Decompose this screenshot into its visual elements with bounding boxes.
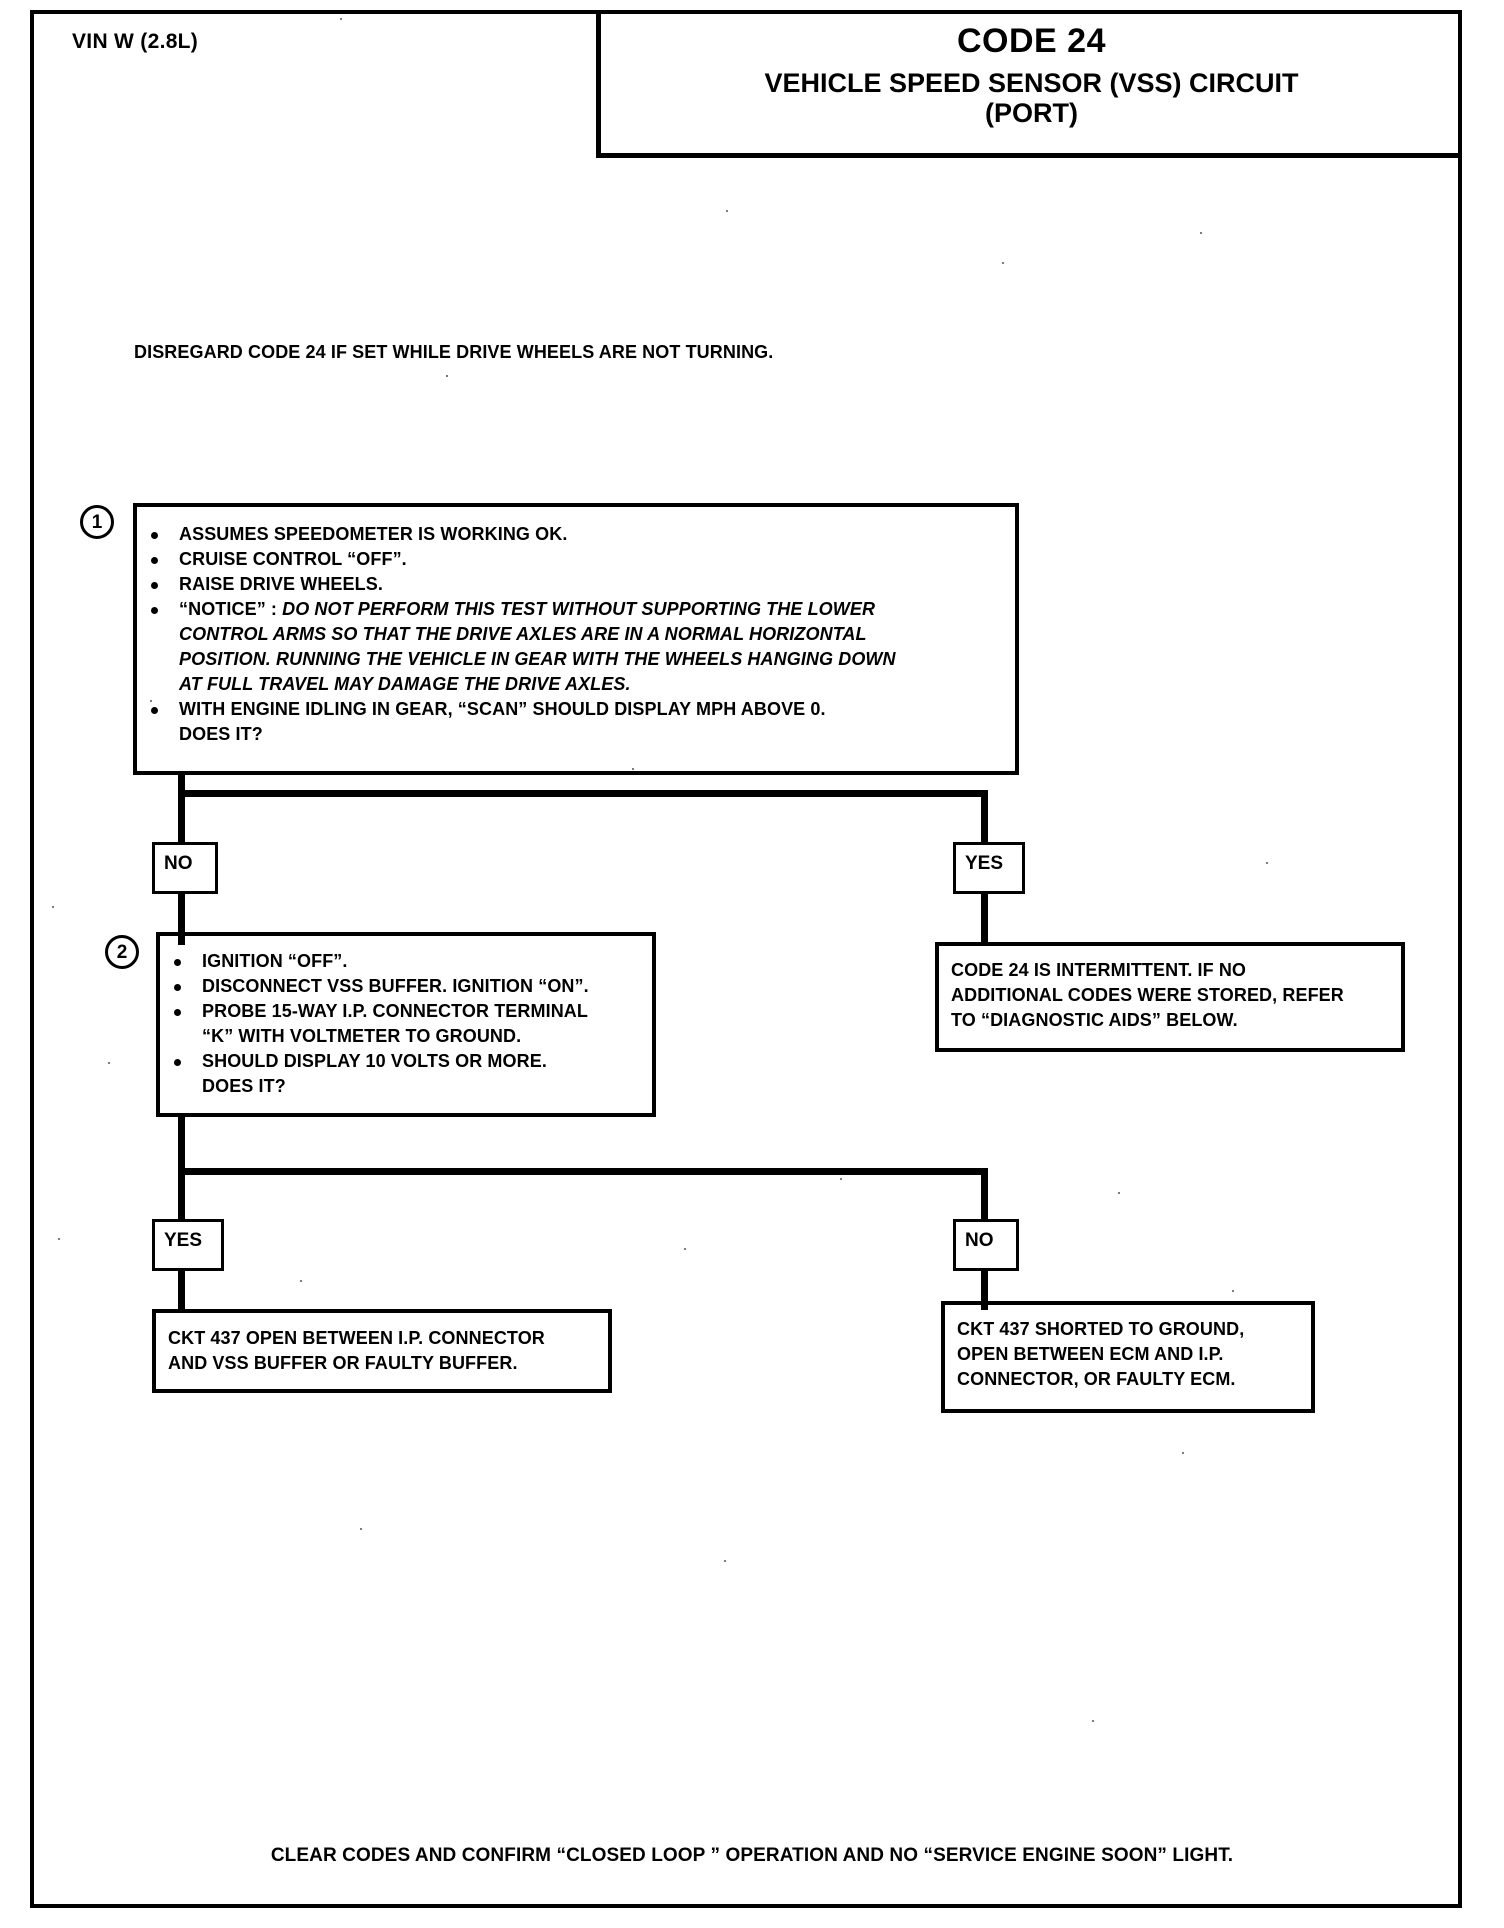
result-left-box: CKT 437 OPEN BETWEEN I.P. CONNECTOR AND …	[152, 1309, 612, 1393]
page-title-subtitle: VEHICLE SPEED SENSOR (VSS) CIRCUIT (PORT…	[601, 68, 1462, 128]
step-1-notice-line-2: CONTROL ARMS SO THAT THE DRIVE AXLES ARE…	[179, 623, 867, 644]
branch-1-no-label: NO	[152, 842, 218, 894]
intermittent-result-box: CODE 24 IS INTERMITTENT. IF NO ADDITIONA…	[935, 942, 1405, 1052]
step-2-bullet-3-line-1: PROBE 15-WAY I.P. CONNECTOR TERMINAL	[170, 1000, 642, 1024]
connector-yes1-down	[981, 790, 988, 842]
step-1-number: 1	[80, 505, 114, 539]
step-2-box: IGNITION “OFF”. DISCONNECT VSS BUFFER. I…	[156, 932, 656, 1117]
connector-no1-to-step2	[178, 893, 185, 945]
step-2-bullet-4-line-2: DOES IT?	[202, 1075, 286, 1096]
footer-note: CLEAR CODES AND CONFIRM “CLOSED LOOP ” O…	[270, 1845, 1234, 1866]
result-right-box: CKT 437 SHORTED TO GROUND, OPEN BETWEEN …	[941, 1301, 1315, 1413]
step-1-question-line-1: WITH ENGINE IDLING IN GEAR, “SCAN” SHOUL…	[147, 698, 1001, 722]
title-box: CODE 24 VEHICLE SPEED SENSOR (VSS) CIRCU…	[596, 10, 1462, 158]
step-1-bullet-2: CRUISE CONTROL “OFF”.	[147, 548, 1001, 572]
step-1-question-line-2: DOES IT?	[179, 723, 263, 744]
result-right-line-1: CKT 437 SHORTED TO GROUND,	[957, 1319, 1245, 1339]
step-1-notice-bullet: “NOTICE” : DO NOT PERFORM THIS TEST WITH…	[147, 598, 1001, 622]
vin-label: VIN W (2.8L)	[72, 30, 199, 53]
step-1-bullet-3: RAISE DRIVE WHEELS.	[147, 573, 1001, 597]
result-left-line-1: CKT 437 OPEN BETWEEN I.P. CONNECTOR	[168, 1328, 545, 1348]
step-1-notice-line-1: DO NOT PERFORM THIS TEST WITHOUT SUPPORT…	[282, 598, 876, 619]
connector-no2-down	[981, 1168, 988, 1220]
result-left-line-2: AND VSS BUFFER OR FAULTY BUFFER.	[168, 1353, 518, 1374]
intermittent-line-3: TO “DIAGNOSTIC AIDS” BELOW.	[951, 1010, 1238, 1031]
step-2-bullet-4-line-1: SHOULD DISPLAY 10 VOLTS OR MORE.	[170, 1050, 642, 1074]
connector-yes1-to-intermittent	[981, 893, 988, 945]
intermittent-line-1: CODE 24 IS INTERMITTENT. IF NO	[951, 960, 1247, 980]
intermittent-line-2: ADDITIONAL CODES WERE STORED, REFER	[951, 985, 1344, 1006]
step-1-notice-line-3: POSITION. RUNNING THE VEHICLE IN GEAR WI…	[179, 648, 896, 669]
connector-step2-down	[178, 1117, 185, 1177]
step-2-bullet-1: IGNITION “OFF”.	[170, 950, 642, 974]
page-title-subtitle-line2: (PORT)	[985, 97, 1078, 128]
branch-2-no-label: NO	[953, 1219, 1019, 1271]
connector-step1-across	[178, 790, 988, 797]
page-border	[30, 10, 1462, 1908]
connector-yes2-to-result	[178, 1270, 185, 1310]
step-1-bullet-1: ASSUMES SPEEDOMETER IS WORKING OK.	[147, 523, 1001, 547]
connector-no2-to-result	[981, 1270, 988, 1310]
branch-1-yes-label: YES	[953, 842, 1025, 894]
result-right-line-2: OPEN BETWEEN ECM AND I.P.	[957, 1344, 1224, 1365]
page-title-subtitle-line1: VEHICLE SPEED SENSOR (VSS) CIRCUIT	[764, 67, 1299, 98]
step-1-notice-line-4: AT FULL TRAVEL MAY DAMAGE THE DRIVE AXLE…	[179, 673, 631, 694]
step-1-box: ASSUMES SPEEDOMETER IS WORKING OK. CRUIS…	[133, 503, 1019, 775]
branch-2-yes-label: YES	[152, 1219, 224, 1271]
step-2-bullet-3-line-2: “K” WITH VOLTMETER TO GROUND.	[202, 1025, 522, 1046]
step-2-number: 2	[105, 935, 139, 969]
step-2-bullet-2: DISCONNECT VSS BUFFER. IGNITION “ON”.	[170, 975, 642, 999]
page-title-code: CODE 24	[957, 22, 1106, 60]
result-right-line-3: CONNECTOR, OR FAULTY ECM.	[957, 1369, 1236, 1390]
connector-step2-across	[178, 1168, 988, 1175]
connector-no1-down	[178, 790, 185, 845]
connector-yes2-down	[178, 1168, 185, 1220]
disregard-note: DISREGARD CODE 24 IF SET WHILE DRIVE WHE…	[134, 342, 774, 362]
step-1-notice-label: “NOTICE” :	[179, 598, 277, 619]
